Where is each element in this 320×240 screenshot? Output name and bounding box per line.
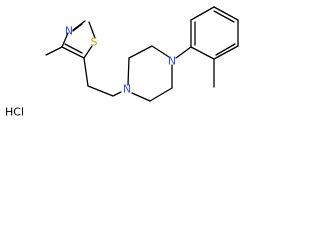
atom-s-thiazole-text: S <box>91 36 98 49</box>
bond-s1-c2 <box>88 21 96 39</box>
bond-c2-n3 <box>72 20 86 31</box>
salt-label-hcl: HCl <box>5 106 24 119</box>
bond-c2-c3 <box>128 45 153 59</box>
bond-c4-c5 <box>61 46 85 59</box>
chemical-structure: N S N N HCl <box>5 6 239 119</box>
bond-ch2-n1 <box>112 91 122 97</box>
thiazole-ring <box>61 20 96 59</box>
bond-c2-n3-double <box>72 23 83 32</box>
atom-label-n4-piperazine: N <box>168 55 176 68</box>
bond-ar1-ar2 <box>190 46 215 60</box>
atom-label-n-thiazole: N <box>65 25 73 38</box>
bond-methyl-thiazole <box>45 46 63 56</box>
bond-c5-s1 <box>83 45 93 59</box>
bond-ar4-ar5-double <box>213 10 235 23</box>
bond-c5-c6 <box>149 87 173 102</box>
bond-ch2-ch2 <box>87 85 114 97</box>
atom-label-n1-piperazine: N <box>123 83 131 96</box>
piperazine-ring <box>127 45 173 102</box>
bond-ar2-ar3 <box>213 45 239 60</box>
bond-c4-c5-double <box>64 43 83 54</box>
bond-n3-c4 <box>61 32 69 48</box>
atom-n-thiazole-text: N <box>65 25 73 38</box>
atom-n1-piperazine-text: N <box>123 83 131 96</box>
atom-n4-piperazine-text: N <box>168 55 176 68</box>
tolyl-ring <box>190 6 239 60</box>
atom-label-s-thiazole: S <box>91 36 98 49</box>
bond-ar5-ar6 <box>190 6 215 21</box>
bond-n1-c2 <box>127 57 130 86</box>
bond-ar4-ar5 <box>213 6 239 21</box>
bond-c5-ch2 <box>83 57 89 87</box>
bond-c6-n1 <box>131 92 151 102</box>
ethylene-linker <box>83 57 122 97</box>
bond-c3-n4 <box>151 45 170 58</box>
bond-ar2-ar3-double <box>215 43 236 56</box>
bond-n4-aryl <box>175 46 192 59</box>
